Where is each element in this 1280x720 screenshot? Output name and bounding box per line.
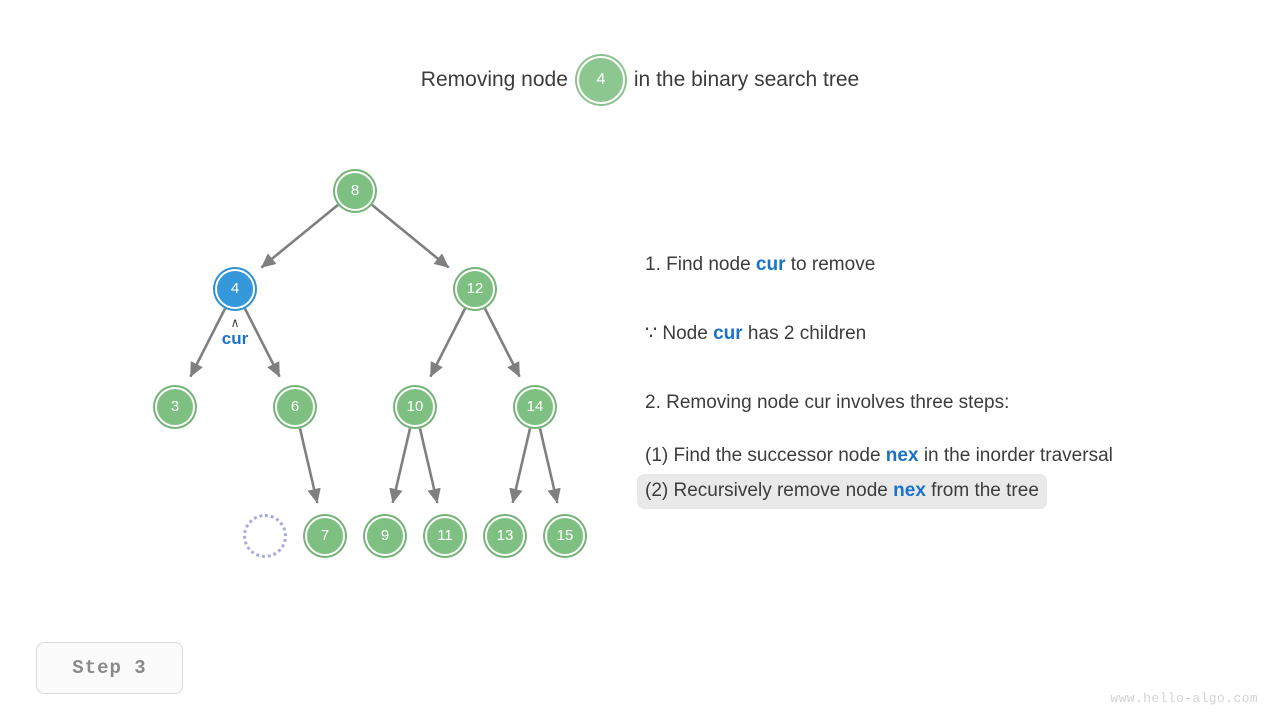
desc-line1-pre: 1. Find node — [645, 254, 756, 275]
tree-node-8: 8 — [335, 171, 375, 211]
desc-line-step2-highlighted: (2) Recursively remove node nex from the… — [637, 474, 1047, 509]
page-title-suffix: in the binary search tree — [633, 68, 860, 91]
tree-node-9: 9 — [365, 516, 405, 556]
tree-node-4: 4 — [215, 269, 255, 309]
tree-node-6: 6 — [275, 387, 315, 427]
tree-edge-12-10 — [429, 308, 467, 378]
tree-edge-10-9 — [389, 428, 412, 504]
desc-line1-post: to remove — [785, 254, 876, 275]
keyword-nex: nex — [885, 445, 919, 466]
tree-node-15: 15 — [545, 516, 585, 556]
desc-line4-post: in the inorder traversal — [918, 445, 1113, 466]
desc-line-two-children: ∵ Node cur has 2 children — [637, 317, 1257, 352]
ghost-node-placeholder — [243, 514, 287, 558]
cur-pointer-label: cur — [221, 329, 249, 348]
desc-line-find-cur: 1. Find node cur to remove — [637, 248, 1257, 283]
tree-edge-14-13 — [509, 428, 532, 504]
spacer — [637, 421, 1257, 439]
keyword-nex: nex — [893, 480, 926, 501]
description-panel: 1. Find node cur to remove ∵ Node cur ha… — [637, 248, 1257, 509]
keyword-cur: cur — [755, 254, 786, 275]
desc-line4-pre: (1) Find the successor node — [645, 445, 886, 466]
tree-node-13: 13 — [485, 516, 525, 556]
tree-node-10: 10 — [395, 387, 435, 427]
step-badge: Step 3 — [36, 642, 183, 694]
tree-edge-8-4 — [260, 203, 339, 269]
desc-line-step1: (1) Find the successor node nex in the i… — [637, 439, 1257, 474]
desc-line5-pre: (2) Recursively remove node — [645, 480, 894, 501]
tree-node-11: 11 — [425, 516, 465, 556]
desc-line2-post: has 2 children — [742, 323, 867, 344]
spacer — [637, 352, 1257, 386]
tree-edge-4-3 — [189, 308, 227, 378]
page-title-prefix: Removing node — [420, 68, 568, 91]
tree-edge-6-7 — [298, 428, 321, 504]
keyword-cur: cur — [713, 323, 743, 344]
tree-node-14: 14 — [515, 387, 555, 427]
tree-edge-14-15 — [538, 428, 561, 504]
desc-line2-pre: ∵ Node — [645, 323, 714, 344]
cur-caret-icon: ∧ — [231, 316, 239, 331]
desc-line-three-steps: 2. Removing node cur involves three step… — [645, 392, 1010, 413]
watermark: www.hello-algo.com — [1110, 691, 1258, 706]
cur-pointer-annotation: ∧ cur — [200, 316, 270, 349]
tree-edge-layer — [189, 203, 561, 504]
tree-edge-10-11 — [418, 428, 441, 504]
tree-node-7: 7 — [305, 516, 345, 556]
desc-line5-post: from the tree — [925, 480, 1039, 501]
page-title: Removing node 4 in the binary search tree — [0, 56, 1280, 104]
title-node-badge: 4 — [576, 56, 625, 104]
tree-edge-4-6 — [243, 308, 281, 378]
tree-node-3: 3 — [155, 387, 195, 427]
tree-edges — [189, 203, 561, 504]
tree-node-12: 12 — [455, 269, 495, 309]
tree-edge-8-12 — [371, 203, 450, 269]
spacer — [637, 283, 1257, 317]
tree-edge-12-14 — [483, 308, 521, 378]
